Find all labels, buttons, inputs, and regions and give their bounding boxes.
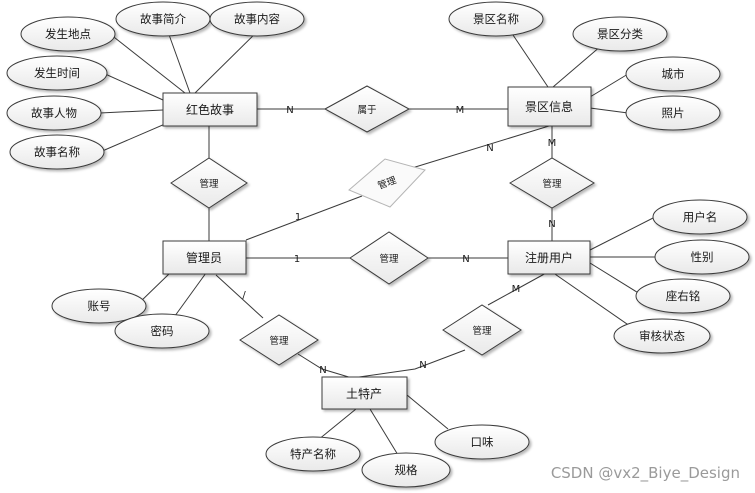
edge-user-motto (589, 262, 641, 295)
card-belongs-scenic: M (456, 105, 465, 116)
edge-product-user-rel (351, 349, 466, 379)
entity-registered-user: 注册用户 (507, 240, 591, 275)
edge-scenic-photo (589, 107, 629, 114)
card-scenic-user-rel: M (548, 138, 557, 149)
svg-text:规格: 规格 (395, 463, 418, 477)
svg-text:账号: 账号 (88, 299, 111, 313)
entity-label: 景区信息 (525, 99, 573, 114)
card-admin-scenic-rel: 1 (295, 212, 301, 223)
edge-story-characters (99, 109, 164, 114)
edge-product-spec (369, 408, 399, 456)
svg-text:发生时间: 发生时间 (34, 66, 80, 80)
edge-product-name (317, 408, 357, 441)
attr-story-name: 故事名称 (9, 134, 105, 170)
card-admin-product: / (242, 290, 246, 301)
entity-label: 红色故事 (186, 102, 234, 117)
relationship-user-scenic: 管理 (509, 157, 595, 209)
card-scenic-admin-rel: N (486, 143, 493, 154)
attr-story-content: 故事内容 (209, 1, 305, 37)
attr-scenic-category: 景区分类 (572, 16, 668, 52)
edge-admin-product-rel (215, 274, 264, 319)
svg-text:性别: 性别 (691, 250, 714, 264)
relationship-label: 管理 (472, 325, 492, 337)
edges (99, 17, 657, 456)
attr-location: 发生地点 (20, 16, 116, 52)
attr-motto: 座右铭 (635, 278, 731, 314)
card-user-scenic-rel: N (548, 219, 555, 230)
attr-password: 密码 (114, 313, 210, 349)
svg-text:故事人物: 故事人物 (31, 106, 77, 120)
card-user-admin: N (462, 254, 469, 265)
relationship-user-product: 管理 (442, 304, 522, 356)
attr-time: 发生时间 (6, 55, 108, 91)
attributes: 故事简介 故事内容 发生地点 发生时间 故事人物 故事名称 景区名称 景区分类 (6, 1, 750, 488)
entity-label: 管理员 (186, 250, 222, 265)
card-story-belongs: N (286, 105, 293, 116)
svg-text:城市: 城市 (662, 67, 685, 81)
svg-text:审核状态: 审核状态 (639, 329, 685, 343)
svg-text:座右铭: 座右铭 (666, 289, 701, 303)
relationship-admin-scenic: 管理 (348, 158, 426, 208)
watermark: CSDN @vx2_Biye_Design (551, 464, 740, 483)
svg-text:用户名: 用户名 (683, 210, 718, 224)
card-user-product: M (512, 284, 521, 295)
entity-scenic-info: 景区信息 (507, 86, 592, 127)
svg-text:密码: 密码 (151, 324, 174, 338)
relationship-label: 管理 (199, 178, 219, 190)
svg-text:口味: 口味 (471, 435, 494, 449)
attr-photo: 照片 (625, 95, 721, 131)
svg-text:景区分类: 景区分类 (597, 27, 643, 41)
edge-admin-password (171, 272, 207, 321)
card-product-user: N (419, 360, 426, 371)
entity-red-story: 红色故事 (162, 92, 258, 127)
svg-text:故事简介: 故事简介 (140, 12, 186, 26)
attr-characters: 故事人物 (6, 95, 102, 131)
attr-username: 用户名 (652, 199, 748, 235)
edge-scenic-name (512, 34, 549, 88)
attr-city: 城市 (625, 56, 721, 92)
attr-taste: 口味 (434, 424, 530, 460)
edge-product-taste (406, 394, 449, 430)
entity-label: 土特产 (346, 386, 382, 401)
edge-admin-account (137, 272, 171, 305)
relationship-label: 管理 (269, 335, 289, 347)
attr-review-status: 审核状态 (613, 318, 711, 354)
relationship-label: 管理 (379, 253, 399, 265)
edge-story-location (109, 33, 186, 94)
attr-product-name: 特产名称 (265, 436, 361, 472)
relationship-label: 属于 (357, 105, 376, 116)
relationship-label: 管理 (542, 178, 562, 190)
relationship-belongs: 属于 (323, 85, 411, 133)
edge-user-username (589, 216, 656, 251)
relationship-admin-story: 管理 (170, 157, 248, 209)
svg-text:故事内容: 故事内容 (234, 12, 280, 26)
attr-story-intro: 故事简介 (115, 1, 211, 37)
edge-story-name (99, 123, 166, 153)
svg-text:故事名称: 故事名称 (34, 145, 80, 159)
svg-text:照片: 照片 (662, 106, 685, 120)
edge-user-status (551, 271, 641, 334)
relationship-admin-product: 管理 (239, 314, 319, 366)
attr-spec: 规格 (361, 452, 451, 488)
attr-gender: 性别 (654, 239, 750, 275)
svg-text:特产名称: 特产名称 (290, 447, 336, 461)
card-admin-user: 1 (294, 254, 300, 265)
svg-text:景区名称: 景区名称 (473, 12, 519, 26)
attr-scenic-name: 景区名称 (448, 1, 544, 37)
cardinalities: N M N M N 1 1 N / N M N (242, 105, 556, 376)
svg-text:发生地点: 发生地点 (45, 27, 91, 41)
edge-scenic-rel-scenic (411, 125, 550, 169)
edge-admin-scenic-rel (245, 195, 363, 241)
entity-local-product: 土特产 (321, 376, 408, 410)
edge-scenic-city (589, 73, 629, 98)
edge-product-rel-product (297, 353, 353, 379)
relationship-admin-user: 管理 (349, 231, 429, 285)
card-product-admin: N (319, 365, 326, 376)
attr-account: 账号 (51, 288, 147, 324)
edge-story-time (102, 72, 164, 101)
entity-admin: 管理员 (162, 240, 247, 275)
entity-label: 注册用户 (525, 250, 573, 265)
edge-user-product-rel (487, 271, 549, 306)
